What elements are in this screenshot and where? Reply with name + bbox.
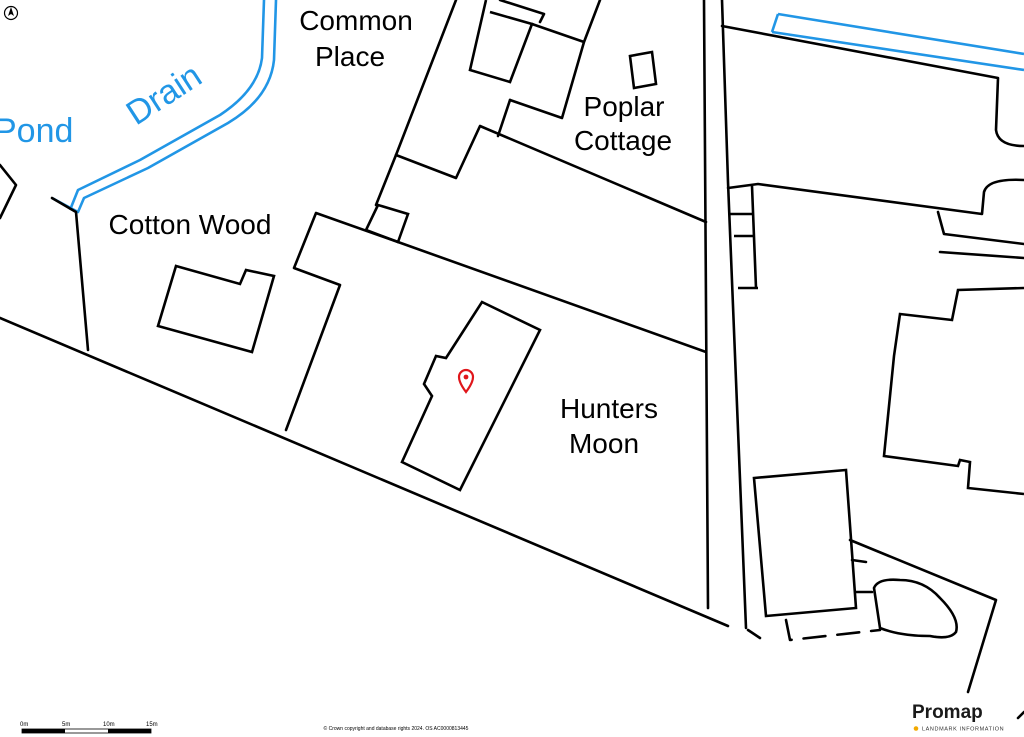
east-north <box>720 24 1024 148</box>
poplar-west <box>496 98 512 138</box>
shed <box>364 203 410 244</box>
boundaries <box>0 0 1024 720</box>
copyright-notice: © Crown copyright and database rights 20… <box>324 725 469 732</box>
label-drain: Drain <box>120 57 209 133</box>
cotton-wood-house <box>156 264 276 354</box>
east-yard <box>936 210 1024 260</box>
east-small-blocks <box>730 185 758 290</box>
label-pond: Pond <box>0 112 73 150</box>
drain-channel-outer <box>68 0 266 211</box>
pond-east <box>872 578 958 639</box>
promap-logo: Promap LANDMARK INFORMATION <box>912 702 1004 733</box>
label-common-place-1: Common <box>299 5 413 36</box>
brand-tagline: LANDMARK INFORMATION <box>922 727 1004 733</box>
location-pin-icon <box>457 368 475 394</box>
east-large-building <box>882 286 1024 496</box>
common-place-building <box>468 0 534 84</box>
drain-channel-inner <box>51 0 278 214</box>
cotton-wood-west <box>50 196 90 352</box>
label-common-place-2: Place <box>315 41 385 72</box>
lane-west <box>702 0 710 610</box>
scale-bar: 0m 5m 10m 15m <box>20 722 158 734</box>
brand-name: Promap <box>912 702 983 723</box>
scale-tick-10: 10m <box>103 722 115 728</box>
east-lower <box>848 538 998 694</box>
label-poplar-1: Poplar <box>584 91 665 122</box>
map-labels: Common Place Poplar Cottage Cotton Wood … <box>0 5 672 459</box>
drain-east <box>770 12 1024 72</box>
common-place-south <box>394 124 708 224</box>
dashed-path <box>784 618 882 642</box>
east-corner <box>1016 710 1024 720</box>
poplar-outbuilding <box>628 50 658 90</box>
north-arrow-icon <box>3 5 19 21</box>
water-features <box>51 0 1024 214</box>
label-cotton-wood: Cotton Wood <box>109 209 272 240</box>
label-poplar-2: Cottage <box>574 125 672 156</box>
label-hunters-2: Moon <box>569 428 639 459</box>
east-boundary <box>726 178 1024 216</box>
hunters-moon-house <box>400 300 542 492</box>
road-edge-east <box>746 628 762 640</box>
buildings <box>156 264 542 492</box>
common-place-wall <box>498 0 602 120</box>
hunters-moon-west <box>284 211 400 432</box>
scale-tick-5: 5m <box>62 722 70 728</box>
scale-tick-0: 0m <box>20 722 28 728</box>
label-hunters-1: Hunters <box>560 393 658 424</box>
scale-tick-15: 15m <box>146 722 158 728</box>
road-edge <box>0 316 730 628</box>
brand-dot-icon <box>913 726 919 731</box>
pond-edge <box>0 163 18 220</box>
east-shed <box>752 468 858 618</box>
lane-east <box>720 0 748 630</box>
hunters-moon-north <box>396 240 708 354</box>
